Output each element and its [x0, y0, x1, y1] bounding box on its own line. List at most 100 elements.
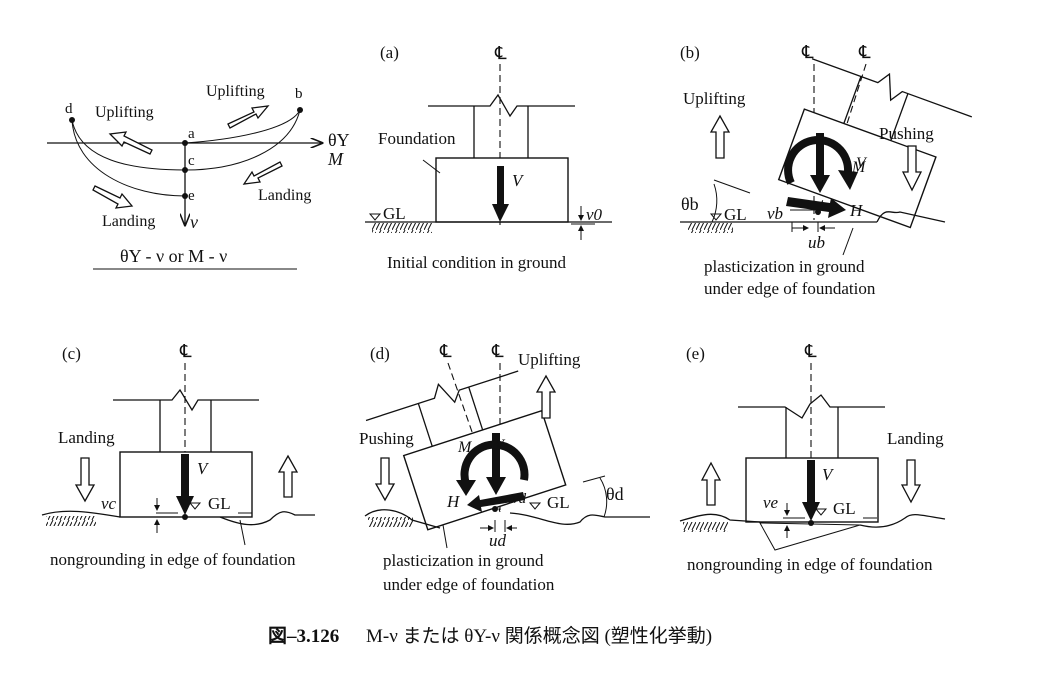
angle-arc: [711, 183, 718, 223]
label-v: V: [512, 171, 525, 190]
arrow-uplifting-icon: [709, 114, 731, 159]
label-gl: GL: [383, 204, 406, 223]
label-theta-b: θb: [681, 194, 699, 214]
theta-v-graph: a b c d e θY M ν Uplifting Uplifting Lan…: [47, 83, 350, 270]
foundation-leader: [422, 159, 441, 174]
axis-label-v: ν: [190, 212, 198, 232]
label-ve: νe: [763, 493, 779, 512]
point-d: [69, 117, 75, 123]
nongrounding-leader: [239, 519, 246, 546]
foundation-block-tilted: [402, 409, 567, 531]
ground-right: [859, 513, 946, 528]
label-pushing: Pushing: [359, 429, 414, 448]
force-v-arrowhead-icon: [810, 175, 830, 193]
gl-marker-icon: [814, 508, 828, 516]
pivot-point: [492, 506, 498, 512]
centerline-icon: ℄: [491, 341, 504, 361]
panel-c: (c) ℄ V νc GL Landing nongrounding in ed…: [41, 341, 315, 569]
angle-ref-line: [582, 475, 606, 483]
gl-marker-icon: [368, 213, 382, 221]
column-left: [417, 403, 433, 447]
label-pushing: Pushing: [879, 124, 934, 143]
label-e: e: [188, 188, 195, 204]
ground-bulge: [876, 211, 946, 223]
pivot-point: [182, 514, 188, 520]
label-m: M: [851, 159, 867, 176]
label-landing: Landing: [58, 428, 115, 447]
force-v-arrowhead-icon: [492, 204, 509, 222]
caption-number: 図–3.126: [268, 625, 339, 647]
point-b: [297, 107, 303, 113]
label-a: a: [188, 126, 195, 142]
label-vc: νc: [101, 494, 117, 513]
label-uplifting: Uplifting: [518, 350, 581, 369]
force-v-shaft: [181, 454, 189, 498]
label-ub: ub: [808, 233, 825, 252]
arrow-uplift-right-icon: [227, 105, 270, 129]
point-e: [182, 193, 188, 199]
label-v: V: [494, 437, 506, 454]
caption-c: nongrounding in edge of foundation: [50, 550, 296, 569]
caption-d-line2: under edge of foundation: [383, 575, 555, 594]
axis-label-m: M: [327, 149, 344, 169]
panel-a: (a) ℄ Foundation V GL ν0 Initial conditi…: [365, 43, 612, 272]
ground-hatch: [688, 223, 733, 233]
centerline-icon: ℄: [804, 341, 817, 361]
panel-label-a: (a): [380, 43, 399, 62]
gl-marker-icon: [188, 502, 202, 510]
force-v-shaft: [816, 133, 824, 177]
label-gl: GL: [724, 205, 747, 224]
point-a: [182, 140, 188, 146]
column-top-break: [811, 58, 973, 118]
centerline-icon: ℄: [494, 43, 507, 63]
panel-b: (b) ℄ ℄ V M H θb GL νb ub: [680, 42, 973, 298]
label-uplifting-left: Uplifting: [95, 104, 154, 121]
label-landing: Landing: [887, 429, 944, 448]
label-v: V: [197, 459, 210, 478]
label-h: H: [849, 201, 864, 220]
centerline-icon: ℄: [801, 42, 814, 62]
centerline-tilted-icon: ℄: [858, 42, 871, 62]
label-vd: νd: [512, 491, 527, 507]
label-v: V: [856, 155, 868, 172]
force-v-arrowhead-icon: [176, 496, 194, 515]
caption-a: Initial condition in ground: [387, 253, 566, 272]
force-h-arrow-icon: [786, 197, 846, 218]
ground-right: [509, 512, 650, 525]
angle-ref-line: [713, 179, 751, 194]
figure-caption: 図–3.126 M-ν または θY-ν 関係概念図 (塑性化挙動): [268, 624, 712, 647]
curve-a-b: [184, 109, 301, 144]
label-uplifting-right: Uplifting: [206, 83, 265, 100]
caption-b-line1: plasticization in ground: [704, 257, 865, 276]
force-v-shaft: [492, 433, 500, 479]
label-foundation: Foundation: [378, 129, 456, 148]
panel-e: (e) ℄ V νe GL Landing nongrounding in ed…: [679, 341, 946, 574]
arrow-landing-icon: [74, 457, 96, 503]
panel-d: (d) ℄ ℄ V M H θd νd GL ud U: [359, 341, 650, 594]
plasticization-leader: [442, 524, 448, 549]
gl-marker-icon: [528, 502, 542, 510]
column-top-break: [113, 388, 259, 412]
caption-d-line1: plasticization in ground: [383, 551, 544, 570]
label-uplifting: Uplifting: [683, 89, 746, 108]
angle-arc: [599, 477, 608, 518]
gl-marker-icon: [709, 213, 723, 221]
moment-arc: [784, 136, 853, 185]
caption-b-line2: under edge of foundation: [704, 279, 876, 298]
arrow-landing-icon: [900, 459, 922, 504]
moment-arrowhead-icon: [456, 480, 476, 496]
panel-label-d: (d): [370, 344, 390, 363]
label-landing-left: Landing: [102, 213, 155, 230]
curve-d-e: [71, 119, 186, 197]
label-gl: GL: [547, 493, 570, 512]
force-v-arrowhead-icon: [802, 502, 820, 521]
ground-left: [679, 513, 761, 523]
arrow-uplift-left-icon: [108, 131, 153, 155]
ground-left: [41, 510, 121, 518]
force-v-arrowhead-icon: [486, 477, 506, 495]
label-vb: νb: [767, 204, 783, 223]
plasticization-leader: [842, 227, 854, 256]
label-c: c: [188, 153, 195, 169]
arrow-landing-left-icon: [92, 185, 134, 209]
